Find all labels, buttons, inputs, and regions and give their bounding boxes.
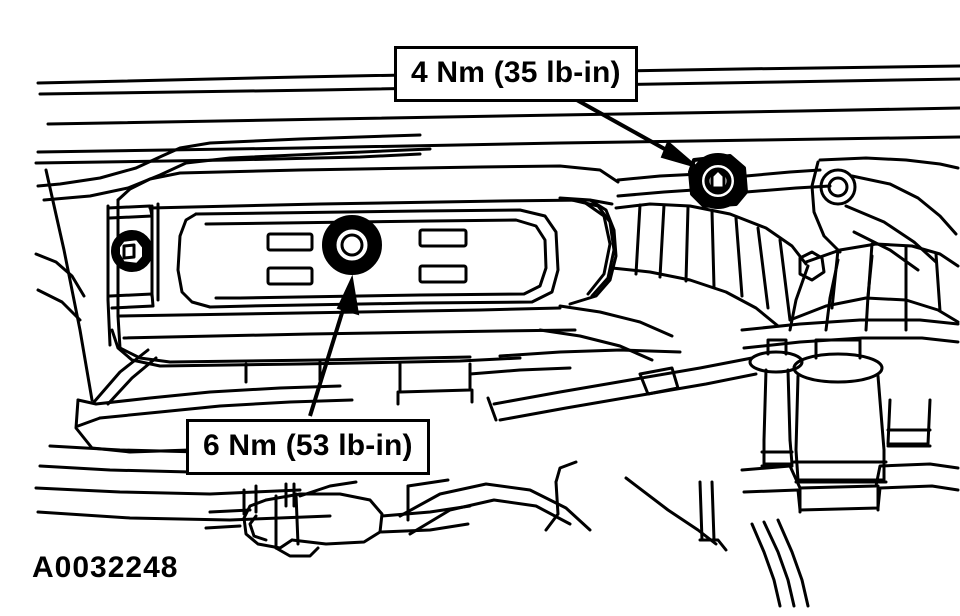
lower-quick-connect-fitting	[204, 480, 472, 558]
cover-bottom-ribs	[244, 360, 474, 406]
left-background-curves	[34, 252, 158, 406]
figure-id-label: A0032248	[32, 551, 179, 584]
mid-diagonal-rail	[486, 356, 758, 422]
right-cover-edges	[616, 168, 832, 198]
valve-cover-center-bolt	[322, 215, 382, 275]
upper-right-socket-fastener	[688, 153, 748, 209]
cover-manifold-bridge	[468, 304, 682, 376]
fuel-injector-bodies	[740, 338, 960, 514]
torque-callout-lower: 6 Nm (53 lb-in)	[186, 419, 430, 475]
valve-cover-side-grommet	[111, 230, 153, 272]
valve-cover	[106, 164, 620, 368]
corrugated-air-hose	[610, 202, 826, 328]
callout-arrow-upper	[574, 97, 698, 168]
torque-callout-upper: 4 Nm (35 lb-in)	[394, 46, 638, 102]
callout-arrow-lower	[308, 274, 360, 417]
lower-wire-leads	[750, 518, 810, 608]
